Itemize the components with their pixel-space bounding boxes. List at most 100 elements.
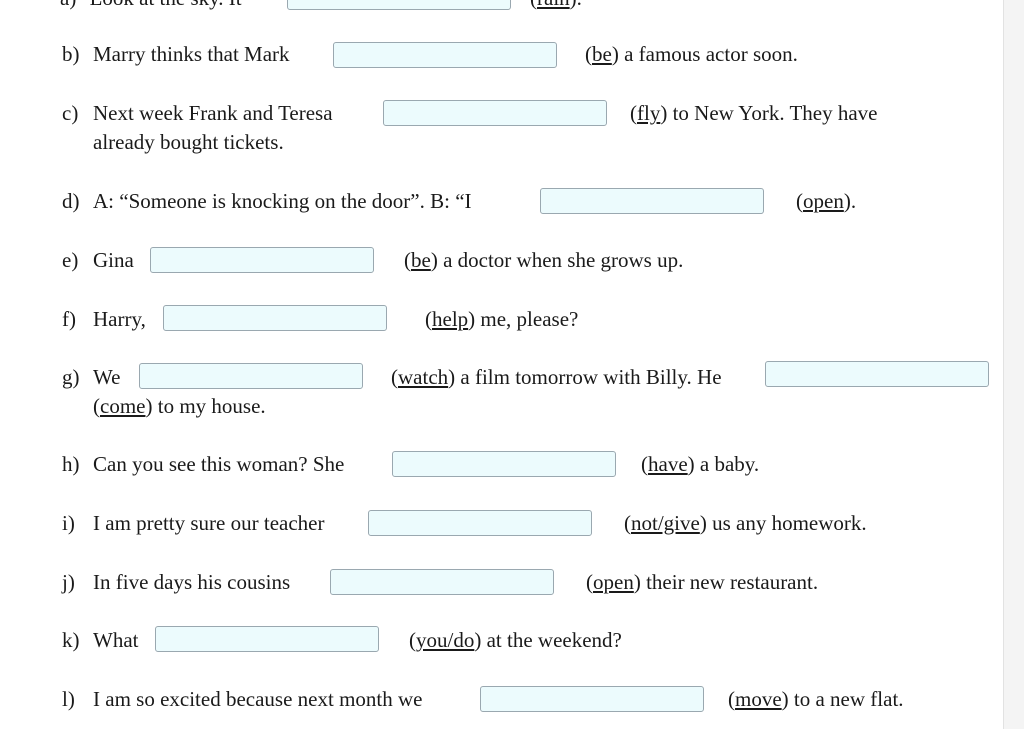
answer-gap-c[interactable]: [383, 100, 607, 126]
item-f-after: (help) me, please?: [425, 307, 579, 331]
answer-gap-h[interactable]: [392, 451, 616, 477]
item-letter: d): [62, 189, 80, 213]
answer-gap-l[interactable]: [480, 686, 704, 712]
answer-input-d[interactable]: [541, 189, 763, 213]
answer-input-f[interactable]: [164, 306, 386, 330]
verb-hint: open: [593, 570, 634, 594]
item-j-after: (open) their new restaurant.: [586, 570, 819, 594]
item-text: us any homework.: [712, 511, 867, 535]
item-l: l) I am so excited because next month we: [62, 687, 422, 711]
item-j: j) In five days his cousins: [62, 570, 290, 594]
item-c: c) Next week Frank and Teresa: [62, 101, 333, 125]
answer-gap-b[interactable]: [333, 42, 557, 68]
item-text: their new restaurant.: [646, 570, 819, 594]
verb-hint: have: [648, 452, 688, 476]
item-text: Harry,: [93, 307, 146, 331]
verb-hint: not/give: [631, 511, 700, 535]
page-edge-strip: [1003, 0, 1024, 729]
item-b: b) Marry thinks that Mark: [62, 42, 290, 66]
item-letter: e): [62, 248, 79, 272]
item-text: a film tomorrow with Billy. He: [460, 365, 722, 389]
item-a-verb: (rain).: [530, 0, 582, 10]
answer-input-c[interactable]: [384, 101, 606, 125]
item-text: a baby.: [699, 452, 760, 476]
item-b-after: (be) a famous actor soon.: [585, 42, 798, 66]
item-text: a famous actor soon.: [624, 42, 798, 66]
answer-gap-k[interactable]: [155, 626, 379, 652]
verb-hint: watch: [398, 365, 449, 389]
item-text: A: “Someone is knocking on the door”. B:…: [93, 189, 472, 213]
answer-gap-g1[interactable]: [139, 363, 363, 389]
answer-input-j[interactable]: [331, 570, 553, 594]
item-i: i) I am pretty sure our teacher: [62, 511, 324, 535]
verb-hint: come: [100, 394, 146, 418]
item-c-after: (fly) to New York. They have: [630, 101, 878, 125]
answer-gap-a[interactable]: [287, 0, 511, 10]
item-letter: b): [62, 42, 80, 66]
answer-gap-i[interactable]: [368, 510, 592, 536]
item-punct: ).: [570, 0, 582, 10]
item-letter: k): [62, 628, 80, 652]
item-k-after: (you/do) at the weekend?: [409, 628, 622, 652]
answer-input-g2[interactable]: [766, 362, 988, 386]
item-text: me, please?: [480, 307, 579, 331]
item-c-line2: already bought tickets.: [93, 130, 284, 154]
answer-gap-e[interactable]: [150, 247, 374, 273]
item-text: Next week Frank and Teresa: [93, 101, 333, 125]
answer-gap-f[interactable]: [163, 305, 387, 331]
answer-input-e[interactable]: [151, 248, 373, 272]
item-letter: h): [62, 452, 80, 476]
item-g-line2: (come) to my house.: [93, 394, 266, 418]
item-text: a doctor when she grows up.: [443, 248, 684, 272]
verb-hint: help: [432, 307, 469, 331]
item-text: What: [93, 628, 139, 652]
item-letter: l): [62, 687, 75, 711]
answer-gap-d[interactable]: [540, 188, 764, 214]
item-h: h) Can you see this woman? She: [62, 452, 344, 476]
item-letter: j): [62, 570, 75, 594]
item-letter: i): [62, 511, 75, 535]
answer-gap-j[interactable]: [330, 569, 554, 595]
verb-hint: be: [411, 248, 431, 272]
verb-hint: move: [735, 687, 782, 711]
item-f: f) Harry,: [62, 307, 146, 331]
answer-input-l[interactable]: [481, 687, 703, 711]
item-letter: c): [62, 101, 79, 125]
item-text: I am pretty sure our teacher: [93, 511, 325, 535]
item-text: to a new flat.: [793, 687, 904, 711]
item-k: k) What: [62, 628, 138, 652]
item-d: d) A: “Someone is knocking on the door”.…: [62, 189, 472, 213]
item-text: to New York. They have: [672, 101, 878, 125]
item-a-partial: a) Look at the sky. It: [60, 0, 242, 10]
item-text: to my house.: [157, 394, 266, 418]
item-text: In five days his cousins: [93, 570, 291, 594]
item-text: We: [93, 365, 121, 389]
answer-input-h[interactable]: [393, 452, 615, 476]
answer-input-b[interactable]: [334, 43, 556, 67]
verb-hint: open: [803, 189, 844, 213]
answer-gap-g2[interactable]: [765, 361, 989, 387]
item-text: Look at the sky. It: [90, 0, 242, 10]
item-l-after: (move) to a new flat.: [728, 687, 904, 711]
verb-hint: rain: [537, 0, 570, 10]
verb-hint: you/do: [416, 628, 475, 652]
verb-hint: be: [592, 42, 612, 66]
answer-input-g1[interactable]: [140, 364, 362, 388]
item-text: Gina: [93, 248, 134, 272]
item-punct: .: [850, 189, 857, 213]
item-g: g) We: [62, 365, 120, 389]
item-g-after: (watch) a film tomorrow with Billy. He: [391, 365, 722, 389]
verb-hint: fly: [637, 101, 661, 125]
item-e: e) Gina: [62, 248, 134, 272]
item-d-after: (open).: [796, 189, 857, 213]
item-h-after: (have) a baby.: [641, 452, 760, 476]
item-letter: a): [60, 0, 76, 10]
item-i-after: (not/give) us any homework.: [624, 511, 867, 535]
item-letter: f): [62, 307, 76, 331]
item-text: at the weekend?: [486, 628, 622, 652]
answer-input-k[interactable]: [156, 627, 378, 651]
answer-input-i[interactable]: [369, 511, 591, 535]
answer-input-a[interactable]: [288, 0, 510, 9]
item-text: I am so excited because next month we: [93, 687, 423, 711]
